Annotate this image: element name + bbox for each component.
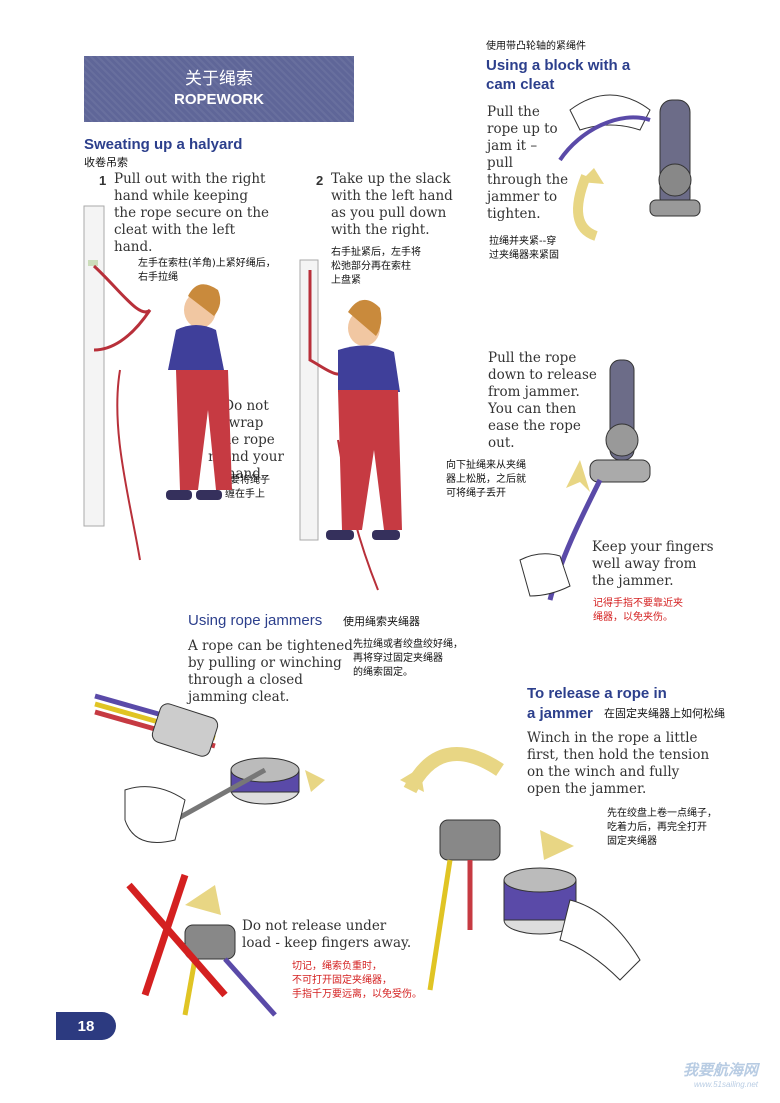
- no-release-illustration: [126, 873, 277, 1017]
- step2-text: Take up the slack with the left hand as …: [331, 171, 453, 238]
- section-banner: 关于绳索 ROPEWORK: [84, 56, 354, 122]
- jammers-text: A rope can be tightened by pulling or wi…: [188, 638, 353, 705]
- release-title-line2: a jammer: [527, 705, 593, 722]
- step1-number: 1: [99, 173, 107, 188]
- jammer-release-illustration: [519, 359, 651, 601]
- cam-cleat-title: Using a block with a cam cleat: [486, 57, 631, 93]
- sweating-figure-1: [83, 205, 232, 561]
- no-release-zh: 切记，绳索负重时， 不可打开固定夹绳器， 手指千万要远离，以免受伤。: [292, 961, 422, 1000]
- pull-up-text: Pull the rope up to jam it – pull throug…: [487, 104, 569, 222]
- fingers-zh: 记得手指不要靠近夹 绳器，以免夹伤。: [593, 598, 683, 623]
- release-title-line1: To release a rope in: [527, 685, 667, 702]
- step1-zh: 左手在索柱(羊角)上紧好绳后， 右手拉绳: [138, 258, 276, 283]
- release-jammer-illustration: [400, 747, 641, 991]
- release-title-zh: 在固定夹绳器上如何松绳: [604, 707, 725, 720]
- cam-cleat-title-zh: 使用带凸轮轴的紧绳件: [486, 41, 586, 52]
- jammers-title-zh: 使用绳索夹绳器: [343, 615, 420, 628]
- jammers-zh: 先拉绳或者绞盘绞好绳， 再将穿过固定夹绳器 的绳索固定。: [353, 639, 463, 678]
- pull-up-zh: 拉绳并夹紧--穿 过夹绳器来紧固: [489, 236, 559, 261]
- step2-number: 2: [316, 173, 324, 188]
- release-zh: 先在绞盘上卷一点绳子， 吃着力后，再完全打开 固定夹绳器: [607, 808, 717, 847]
- sweating-title-zh: 收卷吊索: [84, 156, 128, 169]
- fingers-text: Keep your fingers well away from the jam…: [592, 539, 714, 589]
- release-text: Winch in the rope a little first, then h…: [527, 730, 710, 797]
- jammers-title: Using rope jammers: [188, 612, 323, 629]
- watermark-main: 我要航海网: [682, 1062, 758, 1079]
- watermark-sub: www.51sailing.net: [693, 1080, 758, 1089]
- watermark: 我要航海网 www.51sailing.net: [683, 1059, 758, 1089]
- jammer-winch-illustration: [94, 693, 325, 843]
- banner-title-zh: 关于绳索: [185, 69, 253, 89]
- banner-title-en: ROPEWORK: [174, 91, 264, 108]
- step2-zh: 右手扯紧后，左手将 松弛部分再在索柱 上盘紧: [331, 247, 421, 286]
- sweating-title: Sweating up a halyard: [84, 136, 243, 153]
- wrap-warning-zh: 不要将绳子 缠在手上: [220, 475, 270, 500]
- no-release-text: Do not release under load - keep fingers…: [242, 918, 412, 951]
- step1-text: Pull out with the right hand while keepi…: [114, 171, 270, 255]
- sweating-figure-2: [299, 259, 402, 591]
- cam-cleat-block-illustration: [558, 94, 701, 241]
- page-number: 18: [56, 1012, 116, 1040]
- pull-down-text: Pull the rope down to release from jamme…: [488, 350, 597, 451]
- pull-down-zh: 向下扯绳来从夹绳 器上松脱，之后就 可将绳子丢开: [446, 460, 526, 499]
